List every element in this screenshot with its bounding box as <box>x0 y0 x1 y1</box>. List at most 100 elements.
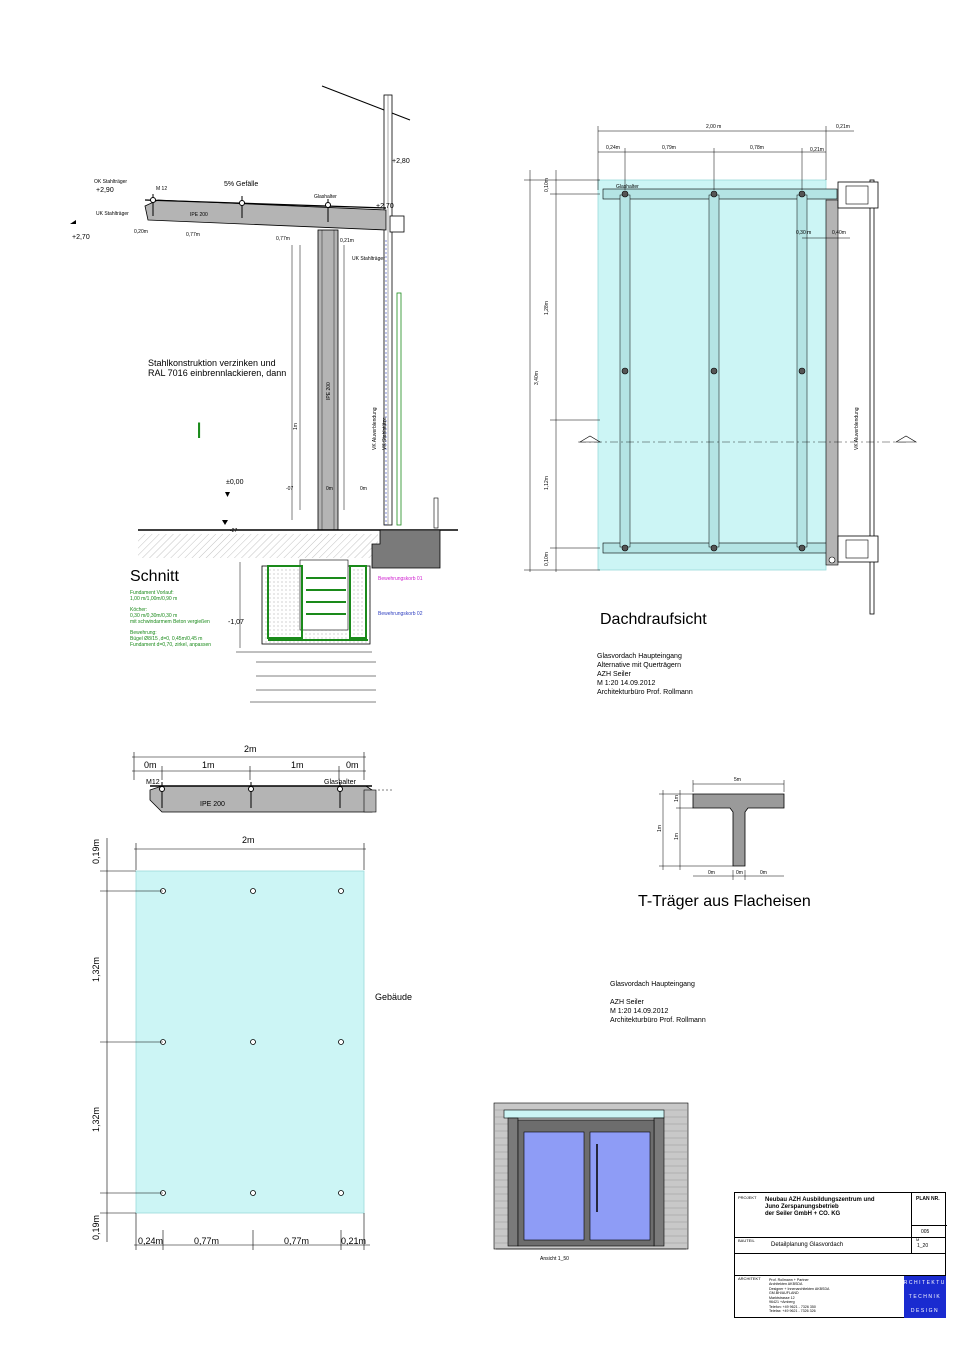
scale-label: M <box>916 1237 920 1242</box>
ipe-column-label: IPE 200 <box>326 382 332 400</box>
roof-dim-021b: 0,21m <box>810 147 824 153</box>
plan-left-dim-1: 0,19m <box>91 839 101 864</box>
architekt-label: ARCHITEKT <box>738 1276 761 1281</box>
elev-ipe: IPE 200 <box>200 801 225 808</box>
tbeam-dim-h3: 1m <box>674 833 680 840</box>
slope-label: 5% Gefälle <box>224 181 258 188</box>
architekt-line: Prof. Rollmann + Partner <box>769 1278 809 1282</box>
tbeam-dim-b2: 0m <box>736 870 743 876</box>
level-zero: ±0,00 <box>226 479 244 486</box>
steel-note-line2: RAL 7016 einbrennlackieren, dann <box>148 368 286 378</box>
elev-dim-0b: 0m <box>346 760 359 770</box>
tbeam-dim-top: 5m <box>734 777 741 783</box>
m12-label: M 12 <box>156 186 167 192</box>
scale-value: 1_20 <box>917 1243 929 1249</box>
level-plus270-right: +2,70 <box>376 203 394 210</box>
vk-steel-label: VK Stahlstütze <box>382 417 388 450</box>
elev-dim-1a: 1m <box>202 760 215 770</box>
dim-077: 0,77m <box>186 232 200 238</box>
projekt-label: PROJEKT <box>738 1195 757 1200</box>
plan-gebaeude: Gebäude <box>375 992 412 1002</box>
roof-dim-030: 0,30 m <box>796 230 811 236</box>
caption-2: Glasvordach Haupteingang AZH Seiler M 1:… <box>610 981 706 1024</box>
roofplan-glashalter: Glashalter <box>616 184 639 190</box>
roof-dim-total: 2,00 m <box>706 124 721 130</box>
caption-line: Architekturbüro Prof. Rollmann <box>610 1017 706 1024</box>
projekt-line-1: Neubau AZH Ausbildungszentrum und <box>765 1197 875 1203</box>
caption-line: M 1:20 14.09.2012 <box>610 1008 668 1015</box>
t-beam-drawing <box>659 780 785 880</box>
roof-dim-010: 0,10m <box>544 178 550 192</box>
rebar-cage-2: Bewehrungskorb 02 <box>378 611 423 617</box>
i-beam-symbol: I <box>196 418 202 443</box>
dim-021: 0,21m <box>340 238 354 244</box>
level-m07: -07 <box>286 486 293 492</box>
roof-dim-024: 0,24m <box>606 145 620 151</box>
caption-line: Alternative mit Querträgern <box>597 662 681 669</box>
foundation-notes: Fundament Vorlauf: 1,00 m/1,00m/0,90 m K… <box>130 590 211 648</box>
brand-word: TECHNIK <box>908 1294 942 1300</box>
level-plus280: +2,80 <box>392 158 410 165</box>
level-m107: -1,07 <box>228 619 244 626</box>
foundation-note: Köcher: <box>130 607 147 613</box>
foundation-note: Bügel Ø8/15 ,d=0, 0,45m/0,45 m <box>130 636 202 642</box>
ok-label: OK Stahlträger <box>94 179 127 185</box>
foundation-note: Fundament d=0,70, zirkel, anpassen <box>130 642 211 648</box>
roof-dim-010b: 0,10m <box>544 552 550 566</box>
elev-dim-1b: 1m <box>291 760 304 770</box>
elev-m12: M12 <box>146 779 160 786</box>
dim-020: 0,20m <box>134 229 148 235</box>
architekt-line: GM.BH/AUFLAND <box>769 1291 799 1296</box>
foundation-note: 1,00 m/1,00m/0,90 m <box>130 596 177 602</box>
roof-dim-079: 0,79m <box>662 145 676 151</box>
brand-word: DESIGN <box>910 1308 940 1314</box>
glass-plan-drawing <box>100 838 370 1250</box>
elev-dim-0a: 0m <box>144 760 157 770</box>
architekt-block: Prof. Rollmann + Partner Architekten AKB… <box>769 1278 829 1314</box>
plan-bottom-dim-2: 0,77m <box>194 1236 219 1246</box>
view-label: Ansicht 1_50 <box>540 1256 569 1262</box>
roof-dim-040: 0,40m <box>832 230 846 236</box>
roof-dim-340: 3,40m <box>534 371 540 385</box>
architekt-line: Marktstrasse 12 <box>769 1295 795 1300</box>
plan-bottom-dim-4: 0,21m <box>341 1236 366 1246</box>
elev-glashalter: Glashalter <box>324 779 357 786</box>
foundation-note: mit schwindarmem Beton vergießen <box>130 619 210 625</box>
projekt-line-2: Juno Zerspanungsbetrieb <box>765 1204 839 1210</box>
door-view-drawing <box>493 1102 689 1250</box>
tbeam-title: T-Träger aus Flacheisen <box>638 893 811 910</box>
plan-left-dim-2: 1,32m <box>91 957 101 982</box>
plan-top-dim: 2m <box>242 835 255 845</box>
caption-line: Glasvordach Haupteingang <box>610 981 695 988</box>
steel-note-line1: Stahlkonstruktion verzinken und <box>148 358 276 368</box>
roofplan-vk: VK Aluverblendung <box>854 407 860 450</box>
tbeam-dim-b3: 0m <box>760 870 767 876</box>
dim-077b: 0,77m <box>276 236 290 242</box>
architekt-line: Telefon: +49 9621 - 7326 350 <box>769 1304 816 1309</box>
dim-0m-a: 0m <box>326 486 333 492</box>
dim-0m-b: 0m <box>360 486 367 492</box>
plan-left-dim-4: 0,19m <box>91 1215 101 1240</box>
projekt-line-3: der Seiler GmbH + CO. KG <box>765 1211 841 1217</box>
uk-right-label: UK Stahlträger <box>352 256 385 262</box>
caption-line: M 1:20 14.09.2012 <box>597 680 655 687</box>
glashalter-label: Glashalter <box>314 194 337 200</box>
architekt-line: Architekten AKBSDA <box>769 1282 803 1287</box>
roofplan-caption: Glasvordach Haupteingang Alternative mit… <box>597 653 693 696</box>
plan-nr-label: PLAN NR. <box>916 1196 940 1202</box>
ipe-beam-label: IPE 200 <box>190 212 208 218</box>
caption-line: Architekturbüro Prof. Rollmann <box>597 689 693 696</box>
foundation-note: Fundament Vorlauf: <box>130 590 174 596</box>
brand-logo: ARCHITEKTUR TECHNIK DESIGN <box>899 1276 950 1318</box>
dim-1m: 1m <box>293 423 299 430</box>
elevation-drawing <box>132 752 392 813</box>
plan-left-dim-3: 1,32m <box>91 1107 101 1132</box>
architekt-line: Telefax: +49 9621 - 7326 326 <box>769 1309 816 1314</box>
roof-dim-112: 1,12m <box>544 476 550 490</box>
roof-plan-drawing <box>524 126 918 615</box>
caption-line: Glasvordach Haupteingang <box>597 653 682 660</box>
roof-dim-021: 0,21m <box>836 124 850 130</box>
vk-alu-label: VK Aluverblendung <box>372 407 378 450</box>
bauteil-label: BAUTEIL <box>738 1238 755 1243</box>
